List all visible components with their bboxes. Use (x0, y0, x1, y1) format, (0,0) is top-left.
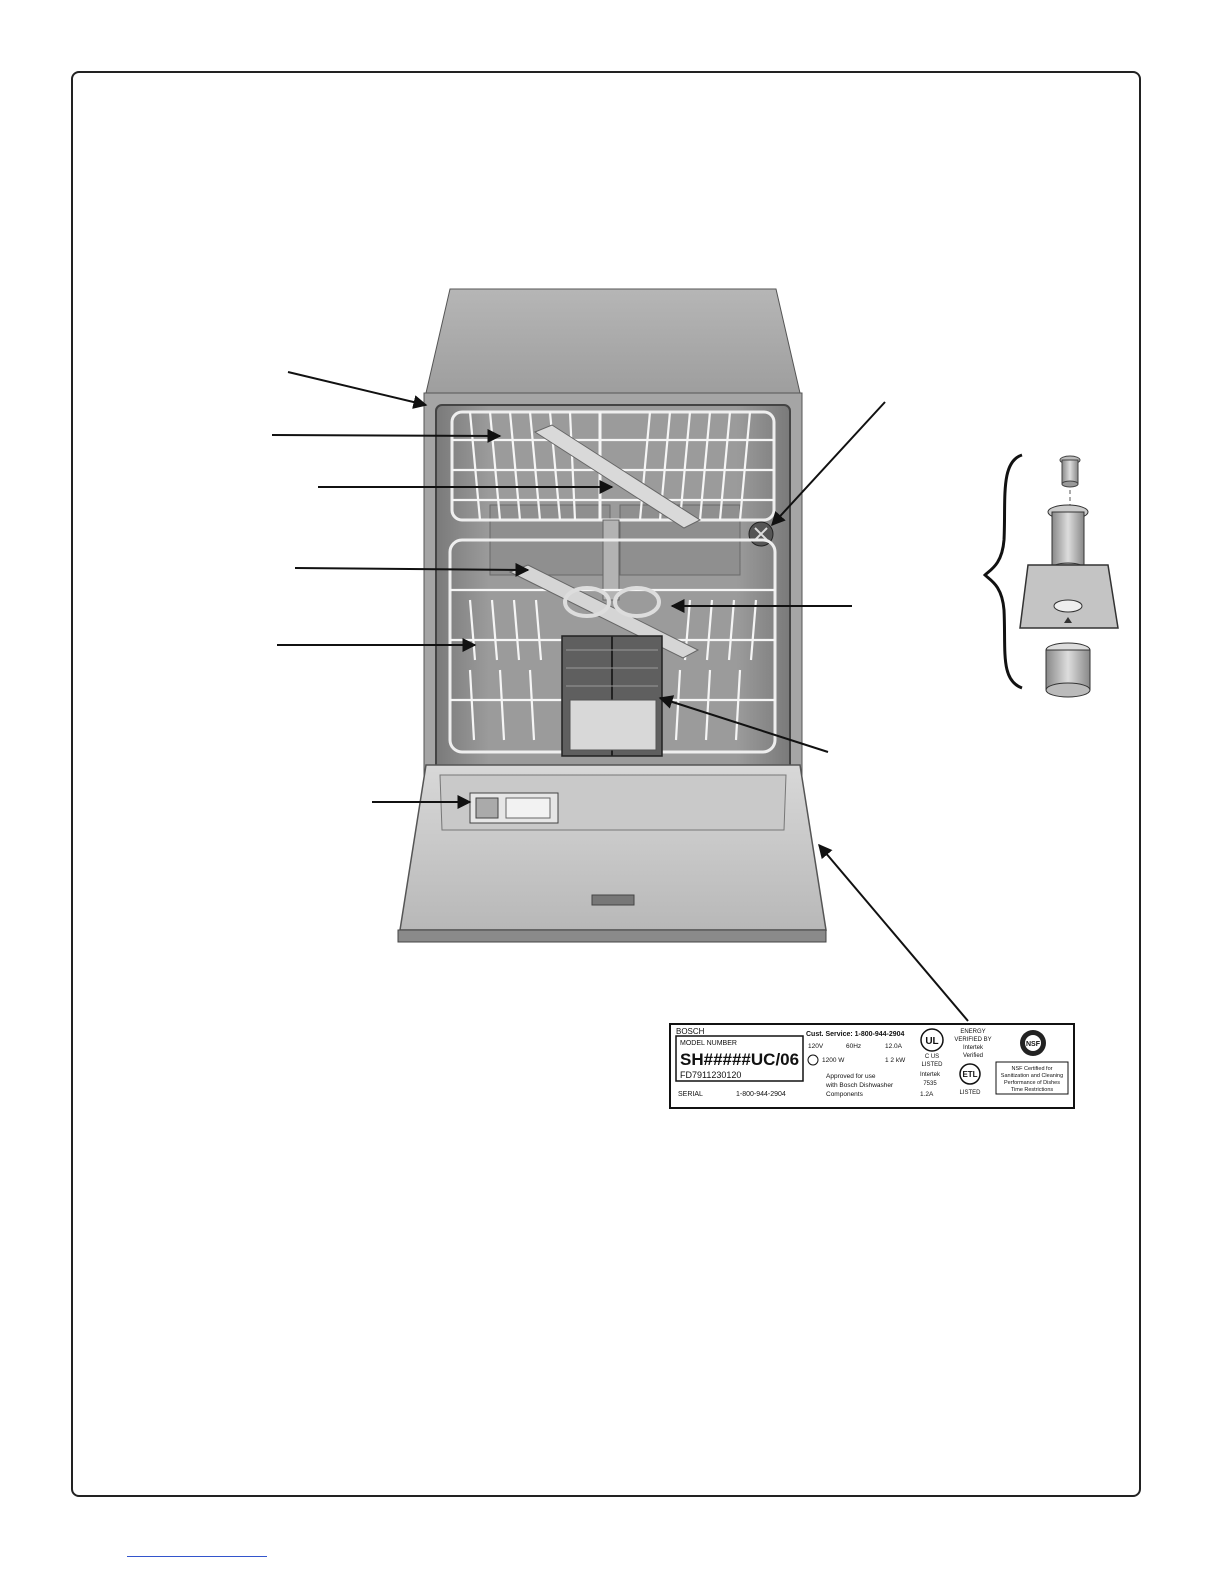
svg-text:LISTED: LISTED (959, 1090, 981, 1096)
plate-serial-label: SERIAL (678, 1091, 703, 1098)
plate-brand: BOSCH (676, 1027, 705, 1036)
svg-text:Verified: Verified (963, 1053, 983, 1059)
plate-approval-1: Approved for use (826, 1073, 876, 1080)
rating-plate: BOSCH MODEL NUMBER SH#####UC/06 FD791123… (670, 1024, 1074, 1108)
svg-text:Performance of Dishes: Performance of Dishes (1004, 1080, 1060, 1086)
plate-fd-number: FD7911230120 (680, 1070, 741, 1080)
plate-approval-2: with Bosch Dishwasher (825, 1082, 894, 1089)
detergent-dispenser (470, 793, 558, 823)
svg-text:Sanitization and Cleaning: Sanitization and Cleaning (1001, 1073, 1063, 1079)
footer-link-underline[interactable] (127, 1556, 267, 1561)
plate-hz: 60Hz (846, 1043, 861, 1050)
plate-serial-value: 1-800-944-2904 (736, 1091, 786, 1098)
filter-assembly (985, 455, 1118, 697)
arrow-cabinet (288, 372, 426, 405)
svg-text:C US: C US (925, 1054, 939, 1060)
plate-rating-2: 1 2 kW (885, 1057, 906, 1064)
svg-text:ETL: ETL (962, 1070, 977, 1079)
svg-text:ENERGY: ENERGY (960, 1029, 985, 1035)
svg-text:NSF Certified for: NSF Certified for (1012, 1066, 1053, 1072)
plate-model-number: SH#####UC/06 (680, 1050, 799, 1069)
plate-customer-service: Cust. Service: 1-800-944-2904 (806, 1031, 905, 1038)
svg-text:NSF: NSF (1026, 1041, 1041, 1048)
arrow-rating-plate (819, 845, 968, 1021)
plate-model-heading: MODEL NUMBER (680, 1040, 737, 1047)
plate-volts: 120V (808, 1043, 824, 1050)
svg-text:7535: 7535 (923, 1081, 937, 1087)
svg-text:VERIFIED BY: VERIFIED BY (954, 1037, 991, 1043)
nsf-logo: NSF (1020, 1030, 1046, 1056)
svg-text:UL: UL (925, 1036, 938, 1047)
plate-approval-3: Components (826, 1091, 864, 1098)
bracket-brace (985, 455, 1022, 688)
dishwasher-illustration (398, 289, 826, 942)
plate-amps: 12.0A (885, 1043, 903, 1050)
plate-motor-amps: 1.2A (920, 1091, 934, 1098)
plate-rating-1: 1200 W (822, 1057, 845, 1064)
arrow-upper-rack (272, 435, 500, 436)
svg-text:Intertek: Intertek (963, 1045, 984, 1051)
svg-text:Time Restrictions: Time Restrictions (1011, 1087, 1054, 1093)
svg-text:LISTED: LISTED (921, 1062, 943, 1068)
svg-text:Intertek: Intertek (920, 1072, 941, 1078)
cabinet-top (426, 289, 800, 393)
